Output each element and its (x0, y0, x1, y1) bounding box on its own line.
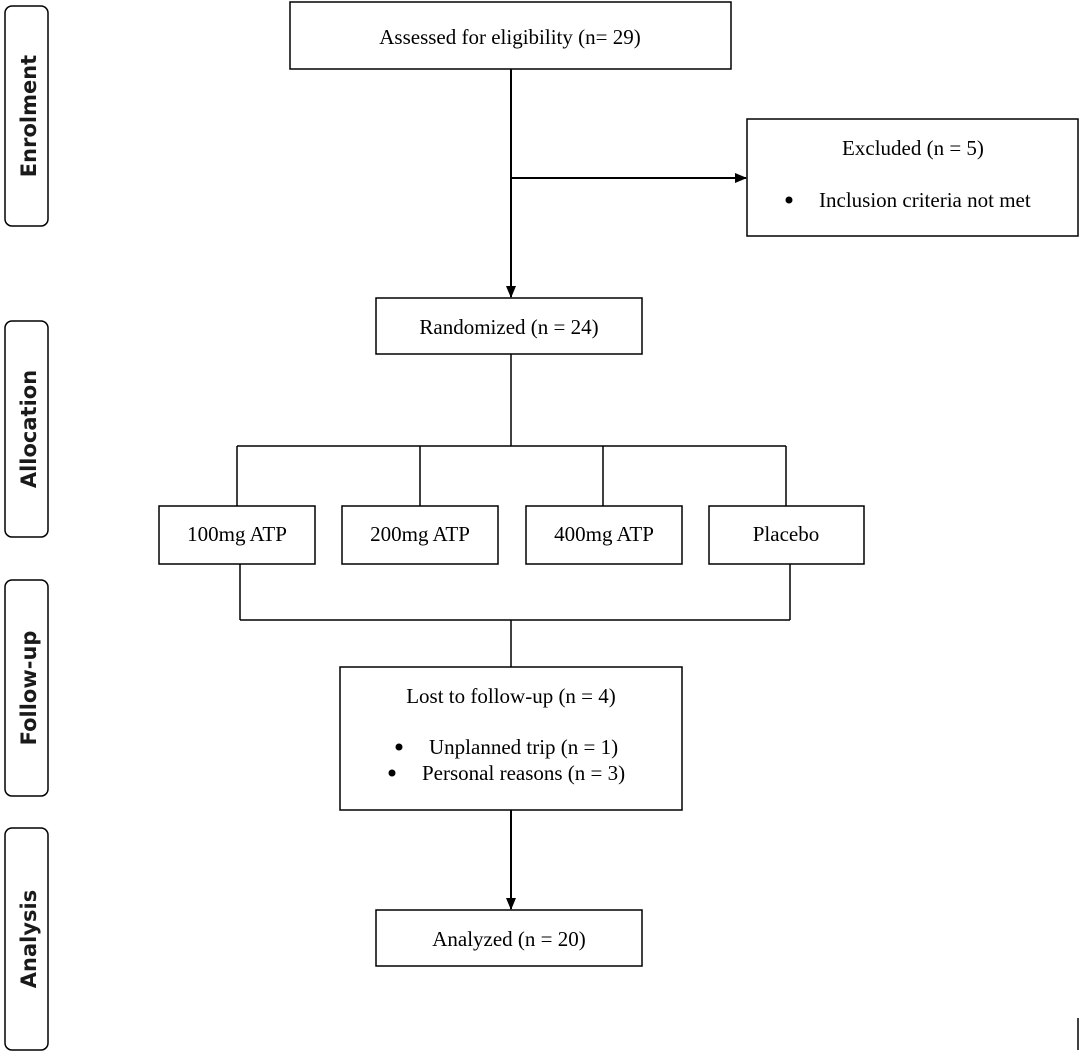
assessed-text: Assessed for eligibility (n= 29) (379, 25, 640, 49)
lost-item-1: Unplanned trip (n = 1) (429, 735, 618, 759)
analyzed-text: Analyzed (n = 20) (432, 927, 586, 951)
assessed-box: Assessed for eligibility (n= 29) (289, 1, 732, 70)
phase-allocation-label: Allocation (17, 370, 41, 488)
phase-enrolment: Enrolment (4, 5, 49, 227)
arm-box-3: 400mg ATP (525, 505, 683, 565)
phase-follow-up: Follow-up (4, 579, 49, 797)
excluded-box: Excluded (n = 5) Inclusion criteria not … (746, 118, 1079, 237)
phase-analysis-label: Analysis (17, 890, 41, 988)
lost-item-2: Personal reasons (n = 3) (422, 761, 625, 785)
arm-label-4: Placebo (753, 522, 819, 546)
lost-bullet-2 (388, 769, 396, 777)
phase-allocation: Allocation (4, 320, 49, 538)
randomized-text: Randomized (n = 24) (419, 315, 598, 339)
arm-box-2: 200mg ATP (341, 505, 499, 565)
lost-bullet-1 (395, 743, 403, 751)
arm-box-4: Placebo (708, 505, 865, 565)
excluded-title: Excluded (n = 5) (842, 136, 984, 160)
arm-label-3: 400mg ATP (554, 522, 654, 546)
lost-box: Lost to follow-up (n = 4) Unplanned trip… (339, 666, 683, 811)
excluded-bullet-1 (785, 196, 793, 204)
phase-follow-up-label: Follow-up (17, 631, 41, 746)
arm-label-1: 100mg ATP (187, 522, 287, 546)
phase-enrolment-label: Enrolment (17, 55, 41, 177)
randomized-box: Randomized (n = 24) (375, 297, 643, 355)
phase-analysis: Analysis (4, 827, 49, 1051)
arm-box-1: 100mg ATP (158, 505, 316, 565)
lost-title: Lost to follow-up (n = 4) (406, 684, 616, 708)
analyzed-box: Analyzed (n = 20) (375, 909, 643, 967)
arm-label-2: 200mg ATP (370, 522, 470, 546)
excluded-item-1: Inclusion criteria not met (819, 188, 1031, 212)
